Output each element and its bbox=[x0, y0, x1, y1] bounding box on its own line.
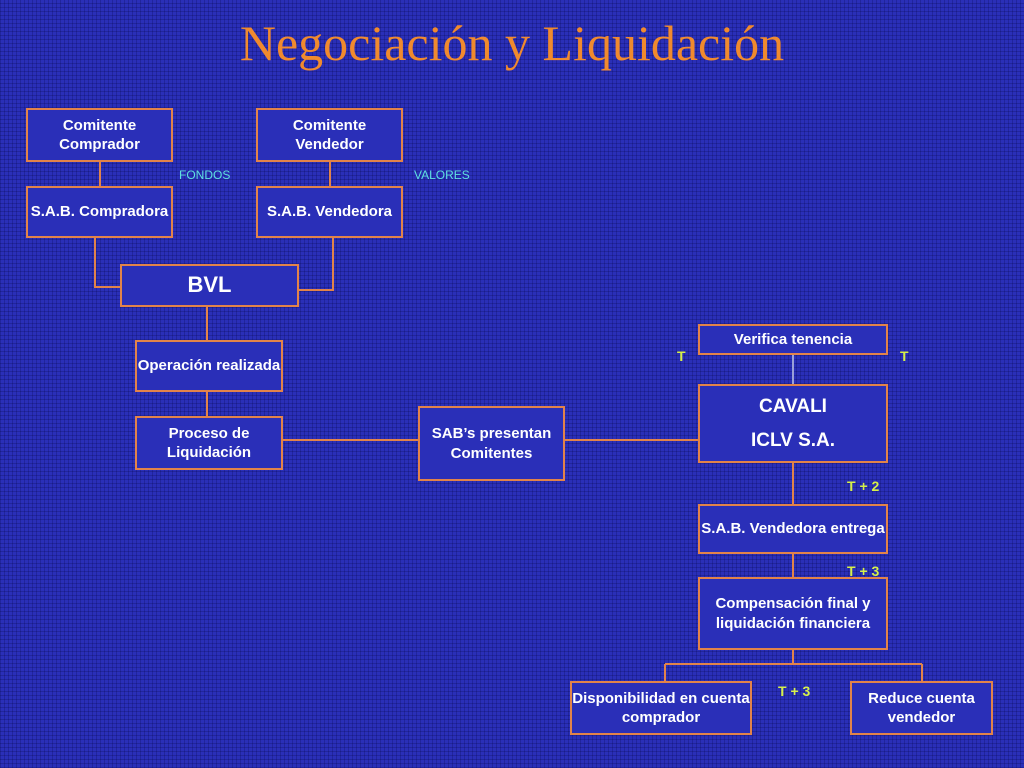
node-disponibilidad: Disponibilidad en cuenta comprador bbox=[570, 681, 752, 735]
cavali-line2: ICLV S.A. bbox=[750, 429, 836, 451]
node-sab-compradora: S.A.B. Compradora bbox=[26, 186, 173, 238]
node-proceso-liquidacion: Proceso de Liquidación bbox=[135, 416, 283, 470]
node-compensacion-final: Compensación final y liquidación financi… bbox=[698, 577, 888, 650]
label-t-right: T bbox=[900, 348, 909, 364]
connector-sab-vendedora-bvl bbox=[298, 238, 334, 291]
node-sab-vendedora: S.A.B. Vendedora bbox=[256, 186, 403, 238]
node-cavali: CAVALI ICLV S.A. bbox=[698, 384, 888, 463]
page-title: Negociación y Liquidación bbox=[239, 15, 785, 71]
node-verifica-tenencia: Verifica tenencia bbox=[698, 324, 888, 355]
node-bvl: BVL bbox=[120, 264, 299, 307]
node-comitente-comprador: Comitente Comprador bbox=[26, 108, 173, 162]
label-t-plus-2: T + 2 bbox=[847, 478, 880, 494]
node-sab-vendedora-entrega: S.A.B. Vendedora entrega bbox=[698, 504, 888, 554]
cavali-line1: CAVALI bbox=[759, 395, 827, 417]
label-fondos: FONDOS bbox=[179, 168, 231, 182]
node-sabs-presentan: SAB’s presentan Comitentes bbox=[418, 406, 565, 481]
label-t-plus-3-upper: T + 3 bbox=[847, 563, 880, 579]
node-reduce-cuenta: Reduce cuenta vendedor bbox=[850, 681, 993, 735]
connector-sab-compradora-bvl bbox=[94, 238, 120, 288]
label-t-left: T bbox=[677, 348, 686, 364]
node-operacion-realizada: Operación realizada bbox=[135, 340, 283, 392]
node-comitente-vendedor: Comitente Vendedor bbox=[256, 108, 403, 162]
label-valores: VALORES bbox=[414, 168, 470, 182]
label-t-plus-3-lower: T + 3 bbox=[778, 683, 811, 699]
